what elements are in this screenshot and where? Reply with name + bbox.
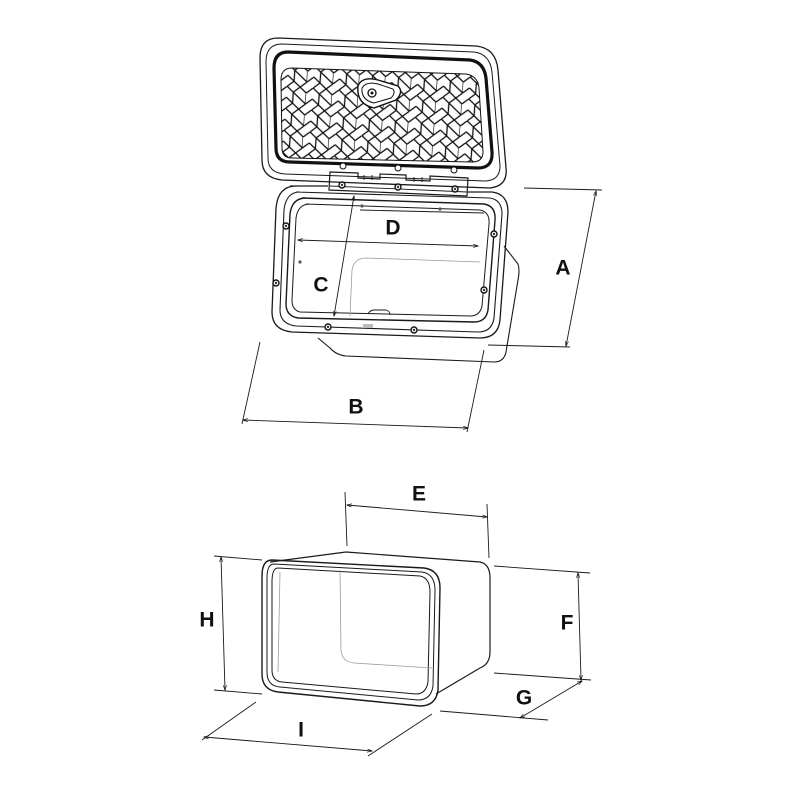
dimension-b bbox=[241, 341, 485, 433]
dimension-i bbox=[201, 701, 433, 757]
latch-handle-icon bbox=[357, 78, 402, 109]
storage-bin bbox=[261, 551, 491, 707]
label-g: G bbox=[515, 686, 533, 710]
label-b: B bbox=[348, 395, 364, 419]
dimension-f bbox=[493, 565, 592, 680]
label-e: E bbox=[411, 482, 427, 506]
dimension-h bbox=[213, 555, 263, 695]
hinge bbox=[328, 171, 469, 197]
dimension-a bbox=[487, 187, 603, 348]
label-f: F bbox=[560, 611, 574, 635]
dimension-d bbox=[298, 209, 485, 246]
label-d: D bbox=[385, 216, 401, 240]
dimension-c bbox=[334, 196, 354, 316]
label-a: A bbox=[555, 256, 571, 280]
label-i: I bbox=[298, 718, 304, 742]
label-c: C bbox=[313, 273, 329, 297]
hatch-assembly bbox=[241, 37, 603, 433]
dimension-e bbox=[344, 491, 490, 559]
dimension-g bbox=[439, 681, 582, 721]
hatch-frame bbox=[271, 185, 520, 363]
label-h: H bbox=[199, 608, 215, 632]
hatch-lid bbox=[259, 37, 507, 189]
